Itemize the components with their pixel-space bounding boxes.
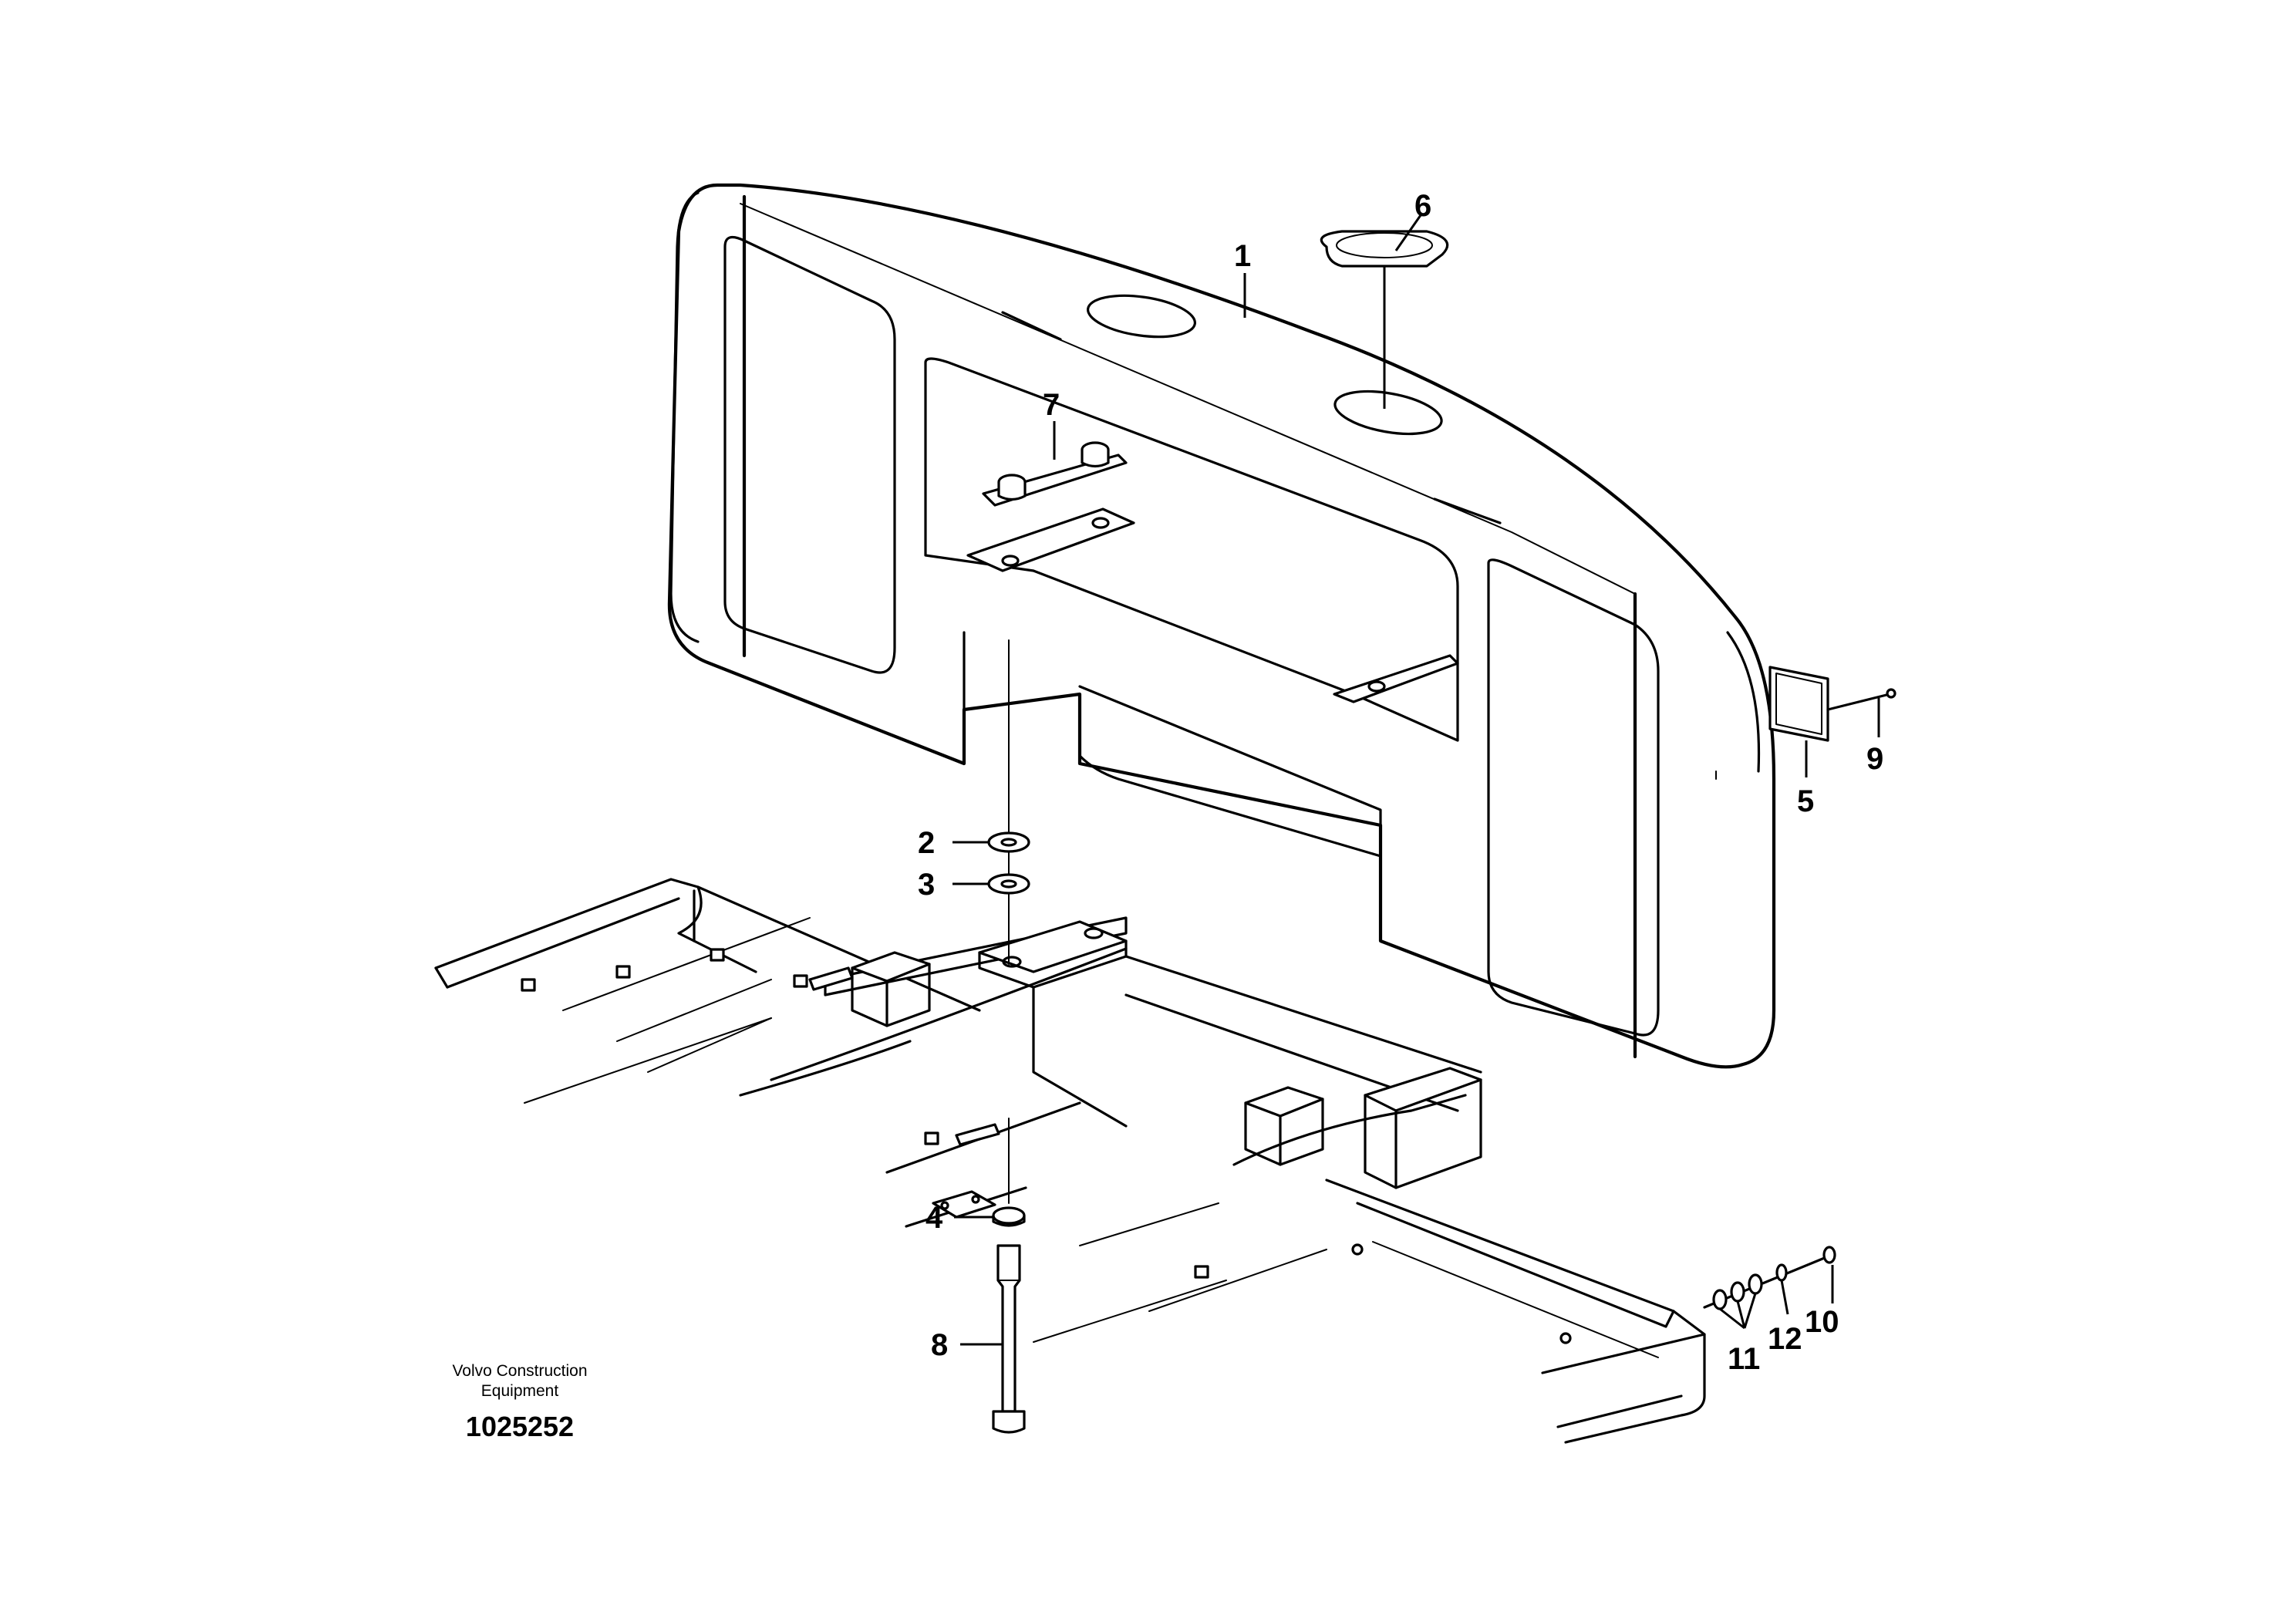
counterweight — [667, 183, 1776, 1069]
callout-9: 9 — [1866, 742, 1883, 776]
callout-5: 5 — [1797, 784, 1814, 818]
callout-1: 1 — [1234, 239, 1251, 273]
washer-4 — [992, 1206, 1026, 1227]
cover-plug — [1320, 230, 1449, 268]
washers-11 — [1712, 1273, 1763, 1310]
drawing-number: 1025252 — [466, 1411, 574, 1442]
callout-10: 10 — [1805, 1305, 1839, 1339]
washer-12 — [1775, 1263, 1788, 1282]
caption-line-2: Equipment — [481, 1382, 559, 1400]
leader-lines — [952, 214, 1880, 1346]
washer-2 — [987, 831, 1030, 853]
callout-2: 2 — [918, 826, 935, 860]
callout-11: 11 — [1728, 1342, 1760, 1376]
reflector — [1768, 666, 1829, 742]
callout-8: 8 — [931, 1328, 948, 1362]
callout-6: 6 — [1414, 189, 1431, 223]
washer-3 — [987, 873, 1030, 895]
callout-12: 12 — [1768, 1322, 1802, 1356]
upper-frame — [434, 878, 1706, 1444]
callout-3: 3 — [918, 868, 935, 902]
caption-line-1: Volvo Construction — [452, 1362, 587, 1380]
callout-7: 7 — [1043, 388, 1060, 422]
screw-9 — [1826, 688, 1896, 711]
mounting-plate — [982, 441, 1128, 507]
callout-4: 4 — [925, 1201, 943, 1235]
bolt-8 — [992, 1244, 1026, 1434]
